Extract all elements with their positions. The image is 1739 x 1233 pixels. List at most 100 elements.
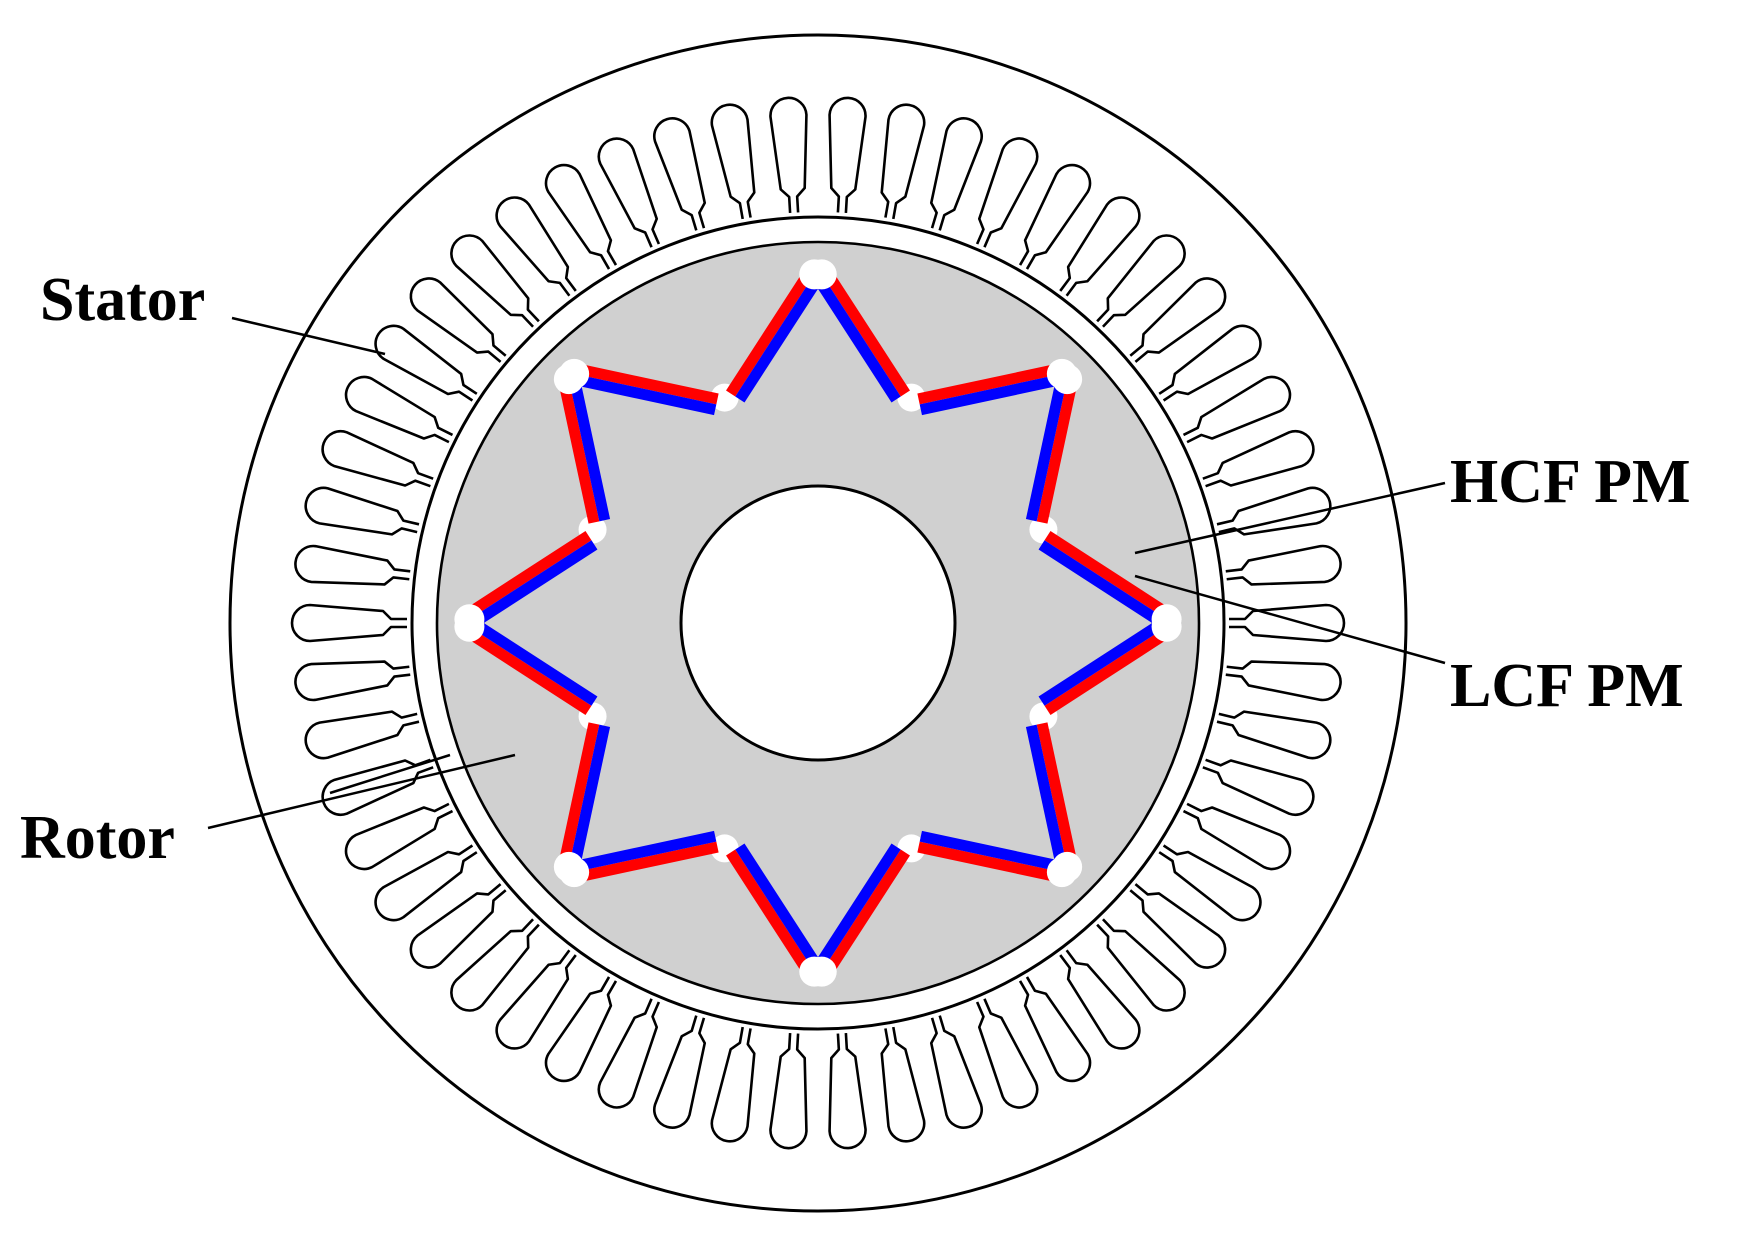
hcf-pm-leader [1134, 481, 1446, 555]
stator-slot [544, 976, 618, 1083]
stator-slot [294, 544, 411, 586]
lcf-pm-layer [1038, 540, 1163, 627]
lcf-pm-label: LCF PM [1450, 652, 1684, 720]
lcf-pm-layer [814, 278, 901, 403]
stator-slot [1158, 844, 1262, 922]
lcf-pm-layer [735, 843, 822, 968]
stator-slot [1018, 976, 1092, 1083]
lcf-pm-layer [569, 724, 611, 865]
hcf-pm-layer [1044, 531, 1169, 617]
stator-label: Stator [40, 266, 205, 334]
stator-slot [710, 103, 756, 220]
stator-slot [374, 324, 478, 402]
stator-slot [769, 1032, 808, 1150]
stator-slot [1129, 883, 1227, 969]
stator-slot [1096, 234, 1186, 328]
stator-slot [1096, 918, 1186, 1012]
stator-slot [597, 998, 661, 1109]
lcf-pm-layer [576, 374, 717, 416]
lcf-pm-layer [473, 540, 598, 627]
stator-slot [929, 117, 983, 231]
rotor-label: Rotor [20, 804, 175, 872]
lcf-pm-layer [814, 843, 901, 968]
stator-slot [1158, 324, 1262, 402]
flux-barrier [454, 604, 485, 635]
stator-slot [344, 802, 454, 871]
stator-slot [495, 196, 577, 297]
stator-slot [1129, 277, 1227, 363]
stator-slot [653, 1015, 707, 1129]
stator-slot [1059, 949, 1141, 1050]
stator-slot [1229, 603, 1346, 643]
lcf-pm-layer [1038, 619, 1163, 706]
lcf-pm-layer [1025, 724, 1067, 865]
flux-barrier [1151, 611, 1182, 642]
stator-slot [321, 429, 434, 488]
lcf-pm-layer [1025, 381, 1067, 522]
lcf-pm-layer [919, 374, 1060, 416]
stator-slot [304, 486, 420, 536]
hcf-pm-layer [467, 629, 592, 715]
hcf-pm-layer [726, 272, 812, 397]
stator-slot [409, 883, 507, 969]
stator-slot [880, 103, 926, 220]
stator-slot [975, 998, 1039, 1109]
stator-slot [1202, 758, 1315, 816]
stator-slot [880, 1026, 926, 1143]
stator-slot [828, 96, 867, 214]
rotor-leader [207, 753, 516, 830]
stator-slot [1059, 196, 1141, 297]
hcf-pm-layer [559, 722, 600, 863]
hcf-pm-layer [1036, 722, 1077, 863]
stator-slot [344, 375, 454, 444]
hcf-pm-layer [559, 383, 600, 524]
stator-slot [450, 918, 540, 1012]
flux-barrier [553, 851, 584, 882]
shaft-hole [679, 484, 957, 762]
stator-slot [374, 844, 478, 922]
stator-slot [1216, 486, 1332, 536]
stator-slot [769, 96, 808, 214]
hcf-pm-layer [1036, 383, 1077, 524]
stator-slot [710, 1026, 756, 1143]
stator-slot [1018, 163, 1092, 270]
flux-barrier [1052, 364, 1083, 395]
hcf-pm-layer [1044, 629, 1169, 715]
stator-slot [597, 137, 661, 248]
stator-slot [1182, 802, 1291, 871]
lcf-pm-layer [919, 830, 1060, 872]
lcf-pm-layer [735, 278, 822, 403]
stator-slot [495, 949, 577, 1050]
lcf-pm-leader [1134, 574, 1446, 665]
stator-slot [1225, 660, 1342, 702]
stator-slot [1216, 710, 1332, 760]
rotor [435, 240, 1201, 1006]
flux-barrier [559, 358, 590, 389]
hcf-pm-layer [917, 364, 1058, 405]
stator-slot [290, 603, 407, 643]
hcf-pm-layer [578, 364, 719, 405]
hcf-pm-label: HCF PM [1450, 448, 1690, 516]
rotor-leader-secondary [329, 753, 451, 795]
stator-leader [231, 316, 386, 356]
stator-slot [653, 117, 707, 231]
flux-barrier [799, 956, 830, 987]
stator-slot [1225, 544, 1342, 586]
stator-bore [410, 215, 1226, 1031]
stator-slot [1182, 375, 1291, 444]
hcf-pm-layer [467, 531, 592, 617]
stator-slot [929, 1015, 983, 1129]
stator-slot [828, 1032, 867, 1150]
leader-lines [207, 316, 1446, 830]
hcf-pm-layer [824, 272, 910, 397]
flux-barrier [799, 259, 830, 290]
hcf-pm-layer [726, 849, 812, 974]
flux-barrier [1046, 857, 1077, 888]
lcf-pm-layer [576, 830, 717, 872]
hcf-pm-layer [578, 841, 719, 882]
lcf-pm-layer [473, 619, 598, 706]
stator-slot [450, 234, 540, 328]
stator-slot [409, 277, 507, 363]
hcf-pm-layer [824, 849, 910, 974]
